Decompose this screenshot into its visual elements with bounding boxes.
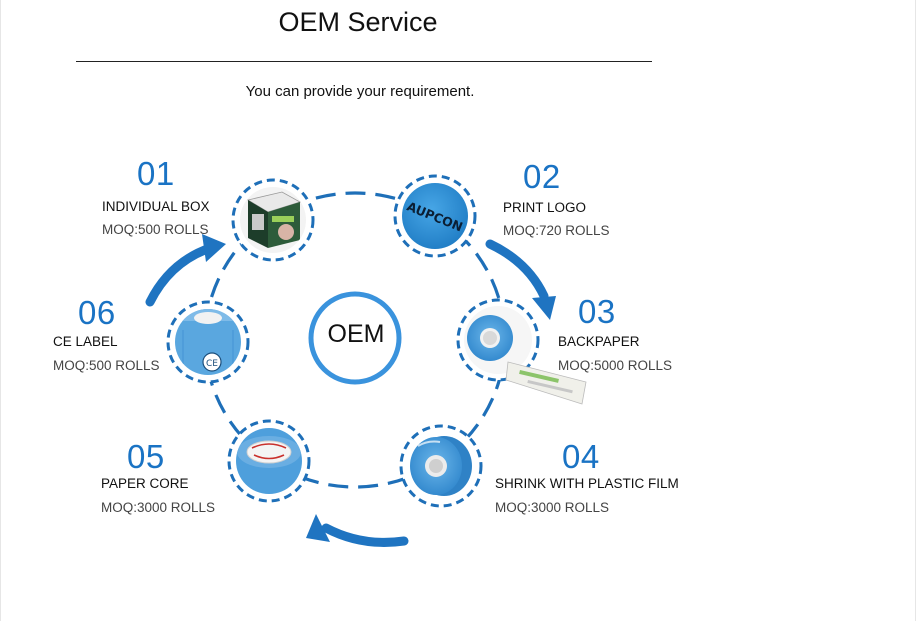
item-04-label: SHRINK WITH PLASTIC FILM [495,476,679,491]
item-01-moq: MOQ:500 ROLLS [102,222,209,237]
item-03-moq: MOQ:5000 ROLLS [558,358,673,373]
item-04-moq: MOQ:3000 ROLLS [495,500,610,515]
node-05-paper-core [227,419,311,503]
node-04-shrink-film [399,424,483,508]
node-01-individual-box [231,178,315,262]
title-divider [76,61,652,62]
item-02-number: 02 [523,158,561,195]
arrow-06-to-01 [145,234,226,307]
item-01-label: INDIVIDUAL BOX [102,199,210,214]
item-01-number: 01 [137,155,175,192]
logo-disc [402,183,468,249]
svg-text:CE: CE [206,359,218,369]
item-05-label: PAPER CORE [101,476,189,491]
item-06-label: CE LABEL [53,334,118,349]
page-subtitle: You can provide your requirement. [245,83,475,100]
item-05-number: 05 [127,438,165,475]
item-04-number: 04 [562,438,600,475]
center-oem-label: OEM [327,320,385,348]
node-02-print-logo: AUPCON [393,174,477,258]
center-oem-circle [308,291,402,385]
node-06-ce-label: CE [166,300,250,384]
arrow-04-to-05 [306,514,409,547]
item-05-moq: MOQ:3000 ROLLS [101,500,216,515]
node-03-backpaper [456,298,587,405]
page-title: OEM Service [278,7,438,37]
item-03-number: 03 [578,293,616,330]
arrow-02-to-03 [485,239,556,320]
item-02-moq: MOQ:720 ROLLS [503,223,610,238]
item-02-label: PRINT LOGO [503,200,587,215]
item-06-moq: MOQ:500 ROLLS [53,358,160,373]
item-06-number: 06 [78,294,116,331]
item-03-label: BACKPAPER [558,334,640,349]
